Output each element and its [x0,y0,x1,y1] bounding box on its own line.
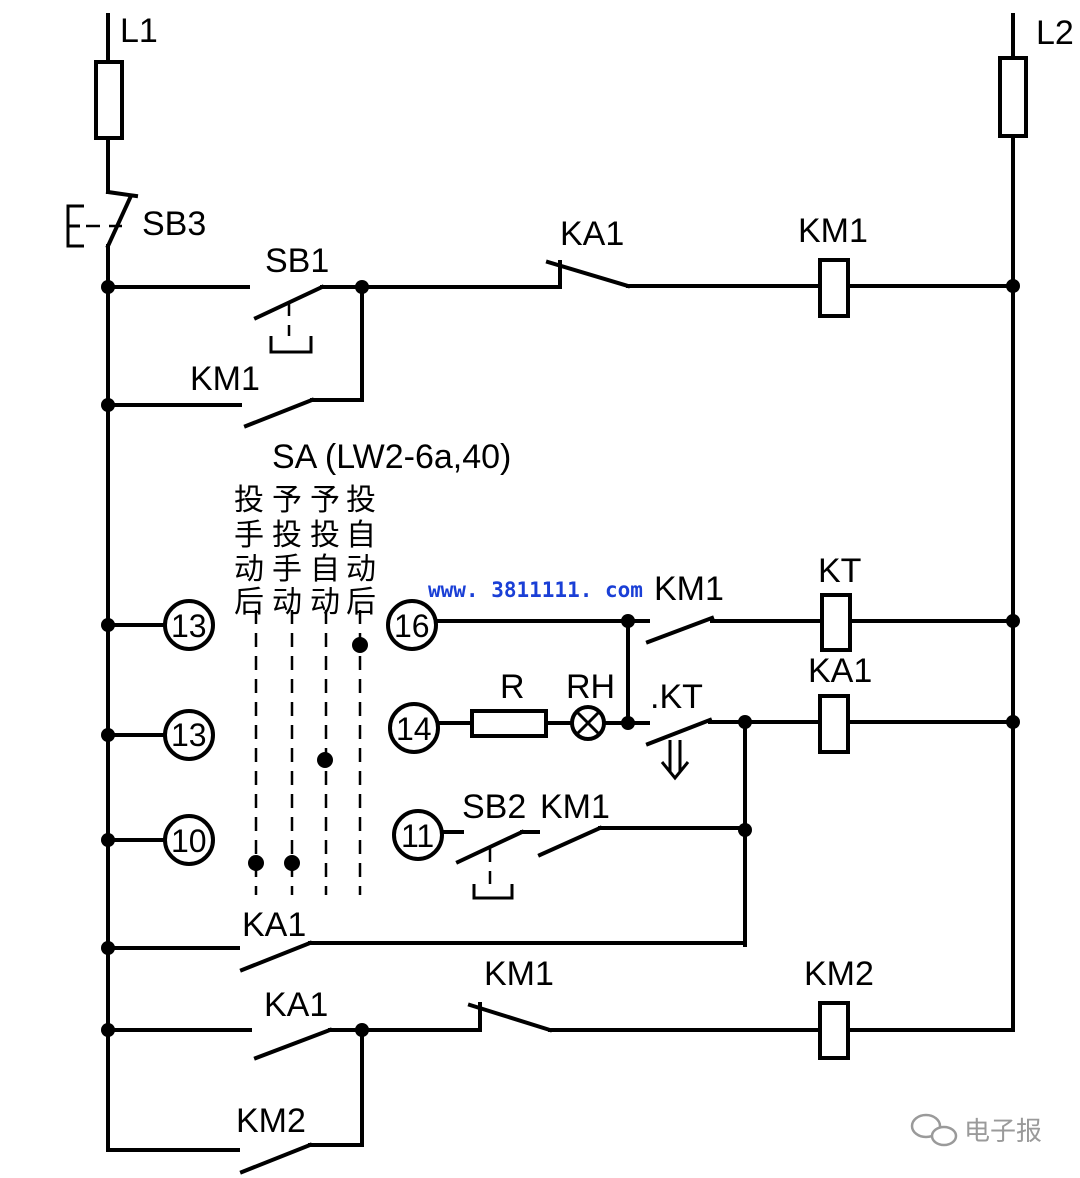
kt-contact [645,717,713,781]
label-sa: SA (LW2-6a,40) [272,438,511,476]
label-ka1-km2: KA1 [264,986,328,1024]
label-km1-sb2: KM1 [540,788,610,826]
sa-col-1-r2: 手 [234,518,264,553]
sa-col-4-r1: 投 [346,483,376,518]
watermark-url: www. 3811111. com [428,578,643,602]
rung-ka1 [436,694,1020,947]
sa-col-1-r4: 后 [234,585,264,620]
sa-switch [101,599,444,895]
sa-col-2-r1: 予 [272,483,302,518]
terminal-13b [163,709,215,761]
label-km2-hold: KM2 [236,1102,306,1140]
label-km1-hold: KM1 [190,360,260,398]
terminal-label-10: 10 [171,823,207,859]
label-l2: L2 [1036,14,1074,52]
label-r: R [500,668,525,706]
rung-sb2 [440,823,752,900]
terminal-label-14: 14 [396,711,432,747]
terminal-11 [392,809,444,861]
rung-km2 [101,1001,1015,1175]
l1-fuse [94,60,124,140]
rung-kt [434,593,1020,725]
terminal-label-16: 16 [394,608,430,644]
label-km2-coil: KM2 [804,955,874,993]
sa-col-1-r3: 动 [234,552,264,587]
sa-col-2-r2: 投 [272,518,302,553]
kt-coil [820,593,852,652]
terminal-10 [163,814,215,866]
label-rh: RH [566,668,615,706]
label-kt-contact: .KT [650,678,703,716]
l2-supply [998,13,1028,1032]
sa-col-3-r3: 自 [310,552,340,587]
label-km1-km2: KM1 [484,955,554,993]
terminal-label-13a: 13 [171,608,207,644]
rung-km1 [101,258,1020,429]
sa-col-3-r4: 动 [310,585,340,620]
sa-col-2-r3: 手 [272,552,302,587]
terminal-14 [388,702,440,754]
ka1-coil [818,694,850,754]
sa-col-4-r4: 后 [346,585,376,620]
rung-ka1-hold [101,940,747,973]
terminal-label-11: 11 [401,818,434,854]
label-l1: L1 [120,12,158,50]
resistor-r [470,709,548,738]
km1-coil [818,258,850,318]
sa-col-3-r2: 投 [310,518,340,553]
chat-bubble-icon [910,1113,958,1147]
brand-name: 电子报 [964,1117,1042,1147]
label-kt-coil: KT [818,552,861,590]
sa-col-1-r1: 投 [234,483,264,518]
sa-col-2-r4: 动 [272,585,302,620]
sa-col-3-r1: 予 [310,483,340,518]
label-sb3: SB3 [142,205,206,243]
l2-fuse [998,56,1028,138]
brand-watermark: 电子报 [910,1113,1042,1147]
sb3-stop-button [66,189,139,264]
l1-supply [66,13,139,1152]
label-km1-coil: KM1 [798,212,868,250]
label-km1-kt: KM1 [654,570,724,608]
lamp-rh [570,705,606,741]
label-sb2: SB2 [462,788,526,826]
terminal-label-13b: 13 [171,717,207,753]
sa-col-4-r3: 动 [346,552,376,587]
label-ka1-coil: KA1 [808,652,872,690]
label-sb1: SB1 [265,242,329,280]
sa-position-labels: 投 手 动 后 予 投 手 动 予 投 自 动 投 自 动 后 [234,483,376,620]
km2-coil [818,1001,850,1060]
label-ka1-top: KA1 [560,215,624,253]
sa-col-4-r2: 自 [346,518,376,553]
label-ka1-hold: KA1 [242,906,306,944]
terminal-16 [386,599,438,651]
terminal-13a [163,599,215,651]
